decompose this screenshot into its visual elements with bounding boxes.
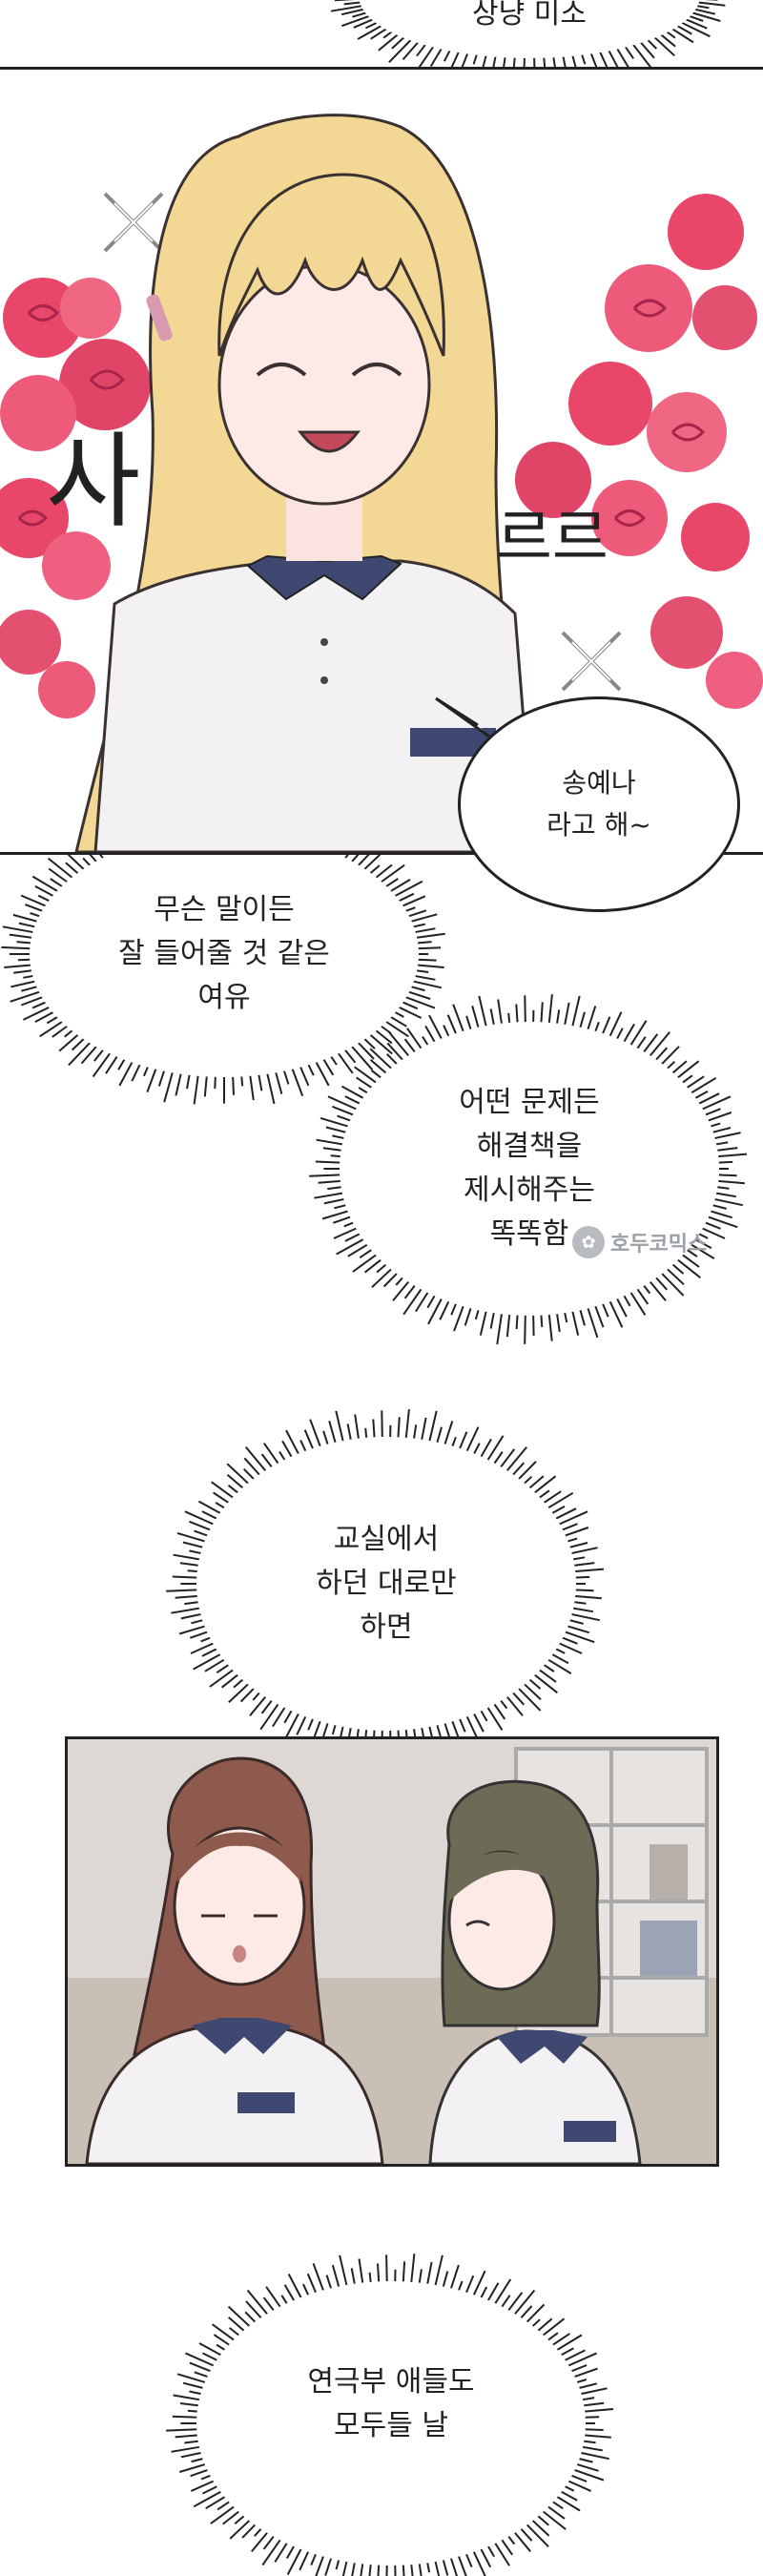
burst-bubble-calm: 무슨 말이든 잘 들어줄 것 같은 여유	[1, 800, 445, 1105]
rose-cluster-right	[515, 194, 763, 709]
burst-3-line-2: 하던 대로만	[316, 1567, 457, 1600]
burst-2-line-4: 똑똑함	[489, 1217, 569, 1251]
burst-3-line-1: 교실에서	[333, 1523, 440, 1556]
sfx-left: 사	[46, 423, 145, 542]
burst-text-top: 상냥 미소	[472, 0, 587, 31]
speech-line-1: 송예나	[562, 767, 636, 799]
watermark-logo-icon: ✿	[572, 1226, 605, 1258]
smile-mouth	[297, 430, 361, 453]
burst-1-line-1: 무슨 말이든	[154, 893, 295, 926]
hair-bangs	[217, 173, 445, 357]
burst-bubble-classroom: 교실에서 하던 대로만 하면	[166, 1409, 605, 1760]
burst-bubble-drama-club: 연극부 애들도 모두들 날	[166, 2254, 614, 2576]
burst-1-line-2: 잘 들어줄 것 같은	[118, 937, 330, 970]
panel-2-illustration	[68, 1739, 716, 2164]
panel-1-illustration	[0, 114, 763, 852]
uniform-shirt	[93, 559, 536, 852]
sparkle-right	[561, 631, 622, 692]
watermark: ✿ 호두코믹스	[572, 1226, 707, 1258]
burst-fill	[359, 0, 700, 58]
burst-2-line-1: 어떤 문제든	[459, 1086, 600, 1119]
speech-tail	[435, 696, 490, 738]
panel-two-girls	[65, 1736, 719, 2167]
burst-2-line-3: 제시해주는	[463, 1174, 595, 1207]
watermark-text: 호두코믹스	[610, 1233, 708, 1257]
burst-bubble-smart: 어떤 문제든 해결책을 제시해주는 똑똑함	[309, 994, 748, 1345]
burst-outline	[309, 994, 748, 1345]
burst-bubble-top: 상냥 미소	[330, 0, 726, 89]
girl-left-face	[173, 1826, 306, 1986]
burst-spikes	[309, 994, 748, 1345]
burst-fill	[340, 1022, 719, 1316]
burst-fill	[196, 1437, 576, 1731]
panel-blonde-girl: 사 르르	[0, 67, 763, 855]
burst-1-line-3: 여유	[197, 981, 251, 1014]
burst-spikes	[166, 1409, 605, 1760]
speech-bubble-name: 송예나 라고 해~	[458, 696, 740, 912]
burst-3-line-3: 하면	[360, 1610, 413, 1644]
burst-outline	[166, 1409, 605, 1760]
rose-cluster-left	[0, 278, 151, 718]
burst-2-line-2: 해결책을	[476, 1130, 583, 1163]
speech-line-2: 라고 해~	[546, 809, 651, 841]
burst-4-line-1: 연극부 애들도	[307, 2365, 475, 2399]
burst-fill	[30, 831, 419, 1077]
sparkle-left	[103, 192, 164, 253]
burst-outline	[1, 800, 445, 1105]
face	[217, 263, 431, 506]
sfx-right: 르르	[496, 504, 608, 574]
burst-4-line-2: 모두들 날	[334, 2409, 448, 2442]
